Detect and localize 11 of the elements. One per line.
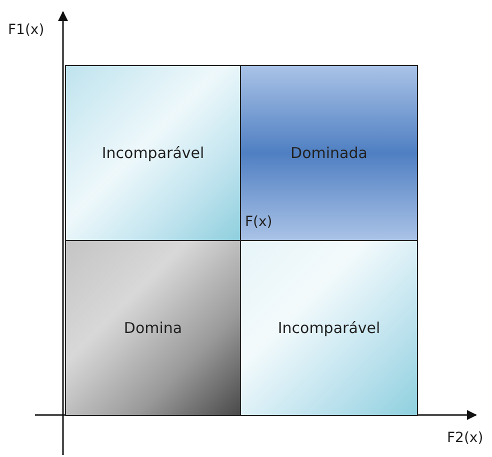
point-label: F(x)	[245, 214, 272, 230]
quadrant-label: Incomparável	[278, 319, 380, 337]
quadrant-label: Domina	[124, 319, 182, 337]
quadrant-box	[65, 65, 241, 241]
axis-label: F1(x)	[8, 22, 44, 38]
quadrant-box	[240, 240, 418, 416]
quadrant-label: Dominada	[290, 144, 368, 162]
quadrant-label: Incomparável	[102, 144, 204, 162]
axis-label: F2(x)	[447, 430, 484, 446]
quadrant-box	[240, 65, 418, 241]
quadrant-box	[65, 240, 241, 416]
